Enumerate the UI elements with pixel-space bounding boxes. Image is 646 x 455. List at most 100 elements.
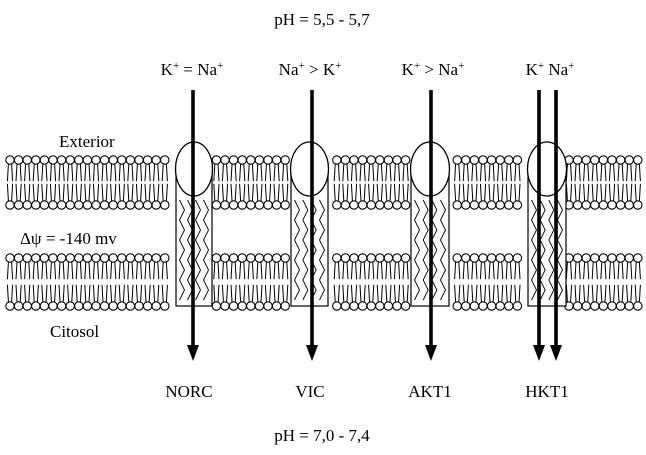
lipid-tail <box>214 262 215 279</box>
lipid-tail <box>231 164 232 181</box>
lipid-tail <box>154 285 155 302</box>
lipid-head <box>358 156 366 164</box>
lipid-head <box>496 156 504 164</box>
lipid-tail <box>519 184 520 201</box>
lipid-tail <box>55 285 56 302</box>
lipid-tail <box>356 262 357 279</box>
lipid-tail <box>283 164 284 181</box>
lipid-head <box>505 201 513 209</box>
lipid-tail <box>399 262 400 279</box>
lipid-tail <box>231 262 232 279</box>
lipid-tail <box>55 184 56 201</box>
lipid-tail <box>618 262 619 279</box>
lipid-tail <box>59 184 60 201</box>
lipid-tail <box>42 285 43 302</box>
lipid-tail <box>502 164 503 181</box>
ion-symbol: K+ <box>402 60 421 79</box>
lipid-head <box>634 254 642 262</box>
lipid-tail <box>579 262 580 279</box>
lipid-tail <box>334 164 335 181</box>
lipid-head <box>92 156 100 164</box>
lipid-tail <box>37 184 38 201</box>
lipid-head <box>14 302 22 310</box>
lipid-tail <box>76 164 77 181</box>
lipid-head <box>100 254 108 262</box>
lipid-head <box>393 254 401 262</box>
lipid-head <box>281 302 289 310</box>
lipid-head <box>238 156 246 164</box>
lipid-head <box>487 201 495 209</box>
lipid-tail <box>639 184 640 201</box>
lipid-tail <box>20 184 21 201</box>
lipid-tail <box>493 184 494 201</box>
lipid-head <box>57 302 65 310</box>
lipid-head <box>143 201 151 209</box>
lipid-head <box>487 156 495 164</box>
lipid-tail <box>351 164 352 181</box>
lipid-tail <box>145 164 146 181</box>
lipid-tail <box>33 262 34 279</box>
selectivity-operator: > <box>305 60 323 79</box>
lipid-tail <box>106 285 107 302</box>
lipid-tail <box>635 184 636 201</box>
lipid-head <box>496 201 504 209</box>
lipid-tail <box>575 184 576 201</box>
lipid-head <box>616 254 624 262</box>
lipid-tail <box>98 262 99 279</box>
lipid-tail <box>248 262 249 279</box>
lipid-head <box>479 201 487 209</box>
lipid-tail <box>334 285 335 302</box>
lipid-tail <box>166 262 167 279</box>
channel-name-norc: NORC <box>165 383 212 400</box>
lipid-tail <box>119 285 120 302</box>
lipid-tail <box>89 164 90 181</box>
lipid-head <box>135 201 143 209</box>
lipid-head <box>333 302 341 310</box>
lipid-tail <box>227 184 228 201</box>
lipid-tail <box>480 184 481 201</box>
lipid-tail <box>98 164 99 181</box>
lipid-tail <box>287 184 288 201</box>
lipid-tail <box>257 262 258 279</box>
lipid-tail <box>364 184 365 201</box>
lipid-tail <box>68 262 69 279</box>
lipid-head <box>66 156 74 164</box>
lipid-head <box>453 302 461 310</box>
lipid-head <box>247 201 255 209</box>
lipid-tail <box>149 164 150 181</box>
lipid-tail <box>76 262 77 279</box>
lipid-tail <box>338 262 339 279</box>
lipid-tail <box>480 164 481 181</box>
lipid-tail <box>244 164 245 181</box>
lipid-tail <box>46 285 47 302</box>
lipid-tail <box>244 262 245 279</box>
lipid-tail <box>338 164 339 181</box>
lipid-tail <box>278 262 279 279</box>
lipid-tail <box>588 164 589 181</box>
lipid-tail <box>622 285 623 302</box>
lipid-tail <box>106 164 107 181</box>
lipid-tail <box>37 164 38 181</box>
lipid-tail <box>489 164 490 181</box>
lipid-tail <box>498 164 499 181</box>
lipid-head <box>6 254 14 262</box>
lipid-tail <box>485 285 486 302</box>
lipid-tail <box>214 164 215 181</box>
lipid-tail <box>510 262 511 279</box>
lipid-tail <box>218 164 219 181</box>
lipid-tail <box>364 262 365 279</box>
lipid-head <box>272 156 280 164</box>
lipid-tail <box>369 262 370 279</box>
lipid-tail <box>261 262 262 279</box>
lipid-head <box>513 254 521 262</box>
lipid-head <box>341 254 349 262</box>
lipid-head <box>83 254 91 262</box>
lipid-tail <box>102 164 103 181</box>
lipid-head <box>57 156 65 164</box>
lipid-head <box>582 156 590 164</box>
lipid-tail <box>42 164 43 181</box>
lipid-tail <box>29 164 30 181</box>
lipid-head <box>229 156 237 164</box>
lipid-tail <box>20 164 21 181</box>
lipid-head <box>616 302 624 310</box>
